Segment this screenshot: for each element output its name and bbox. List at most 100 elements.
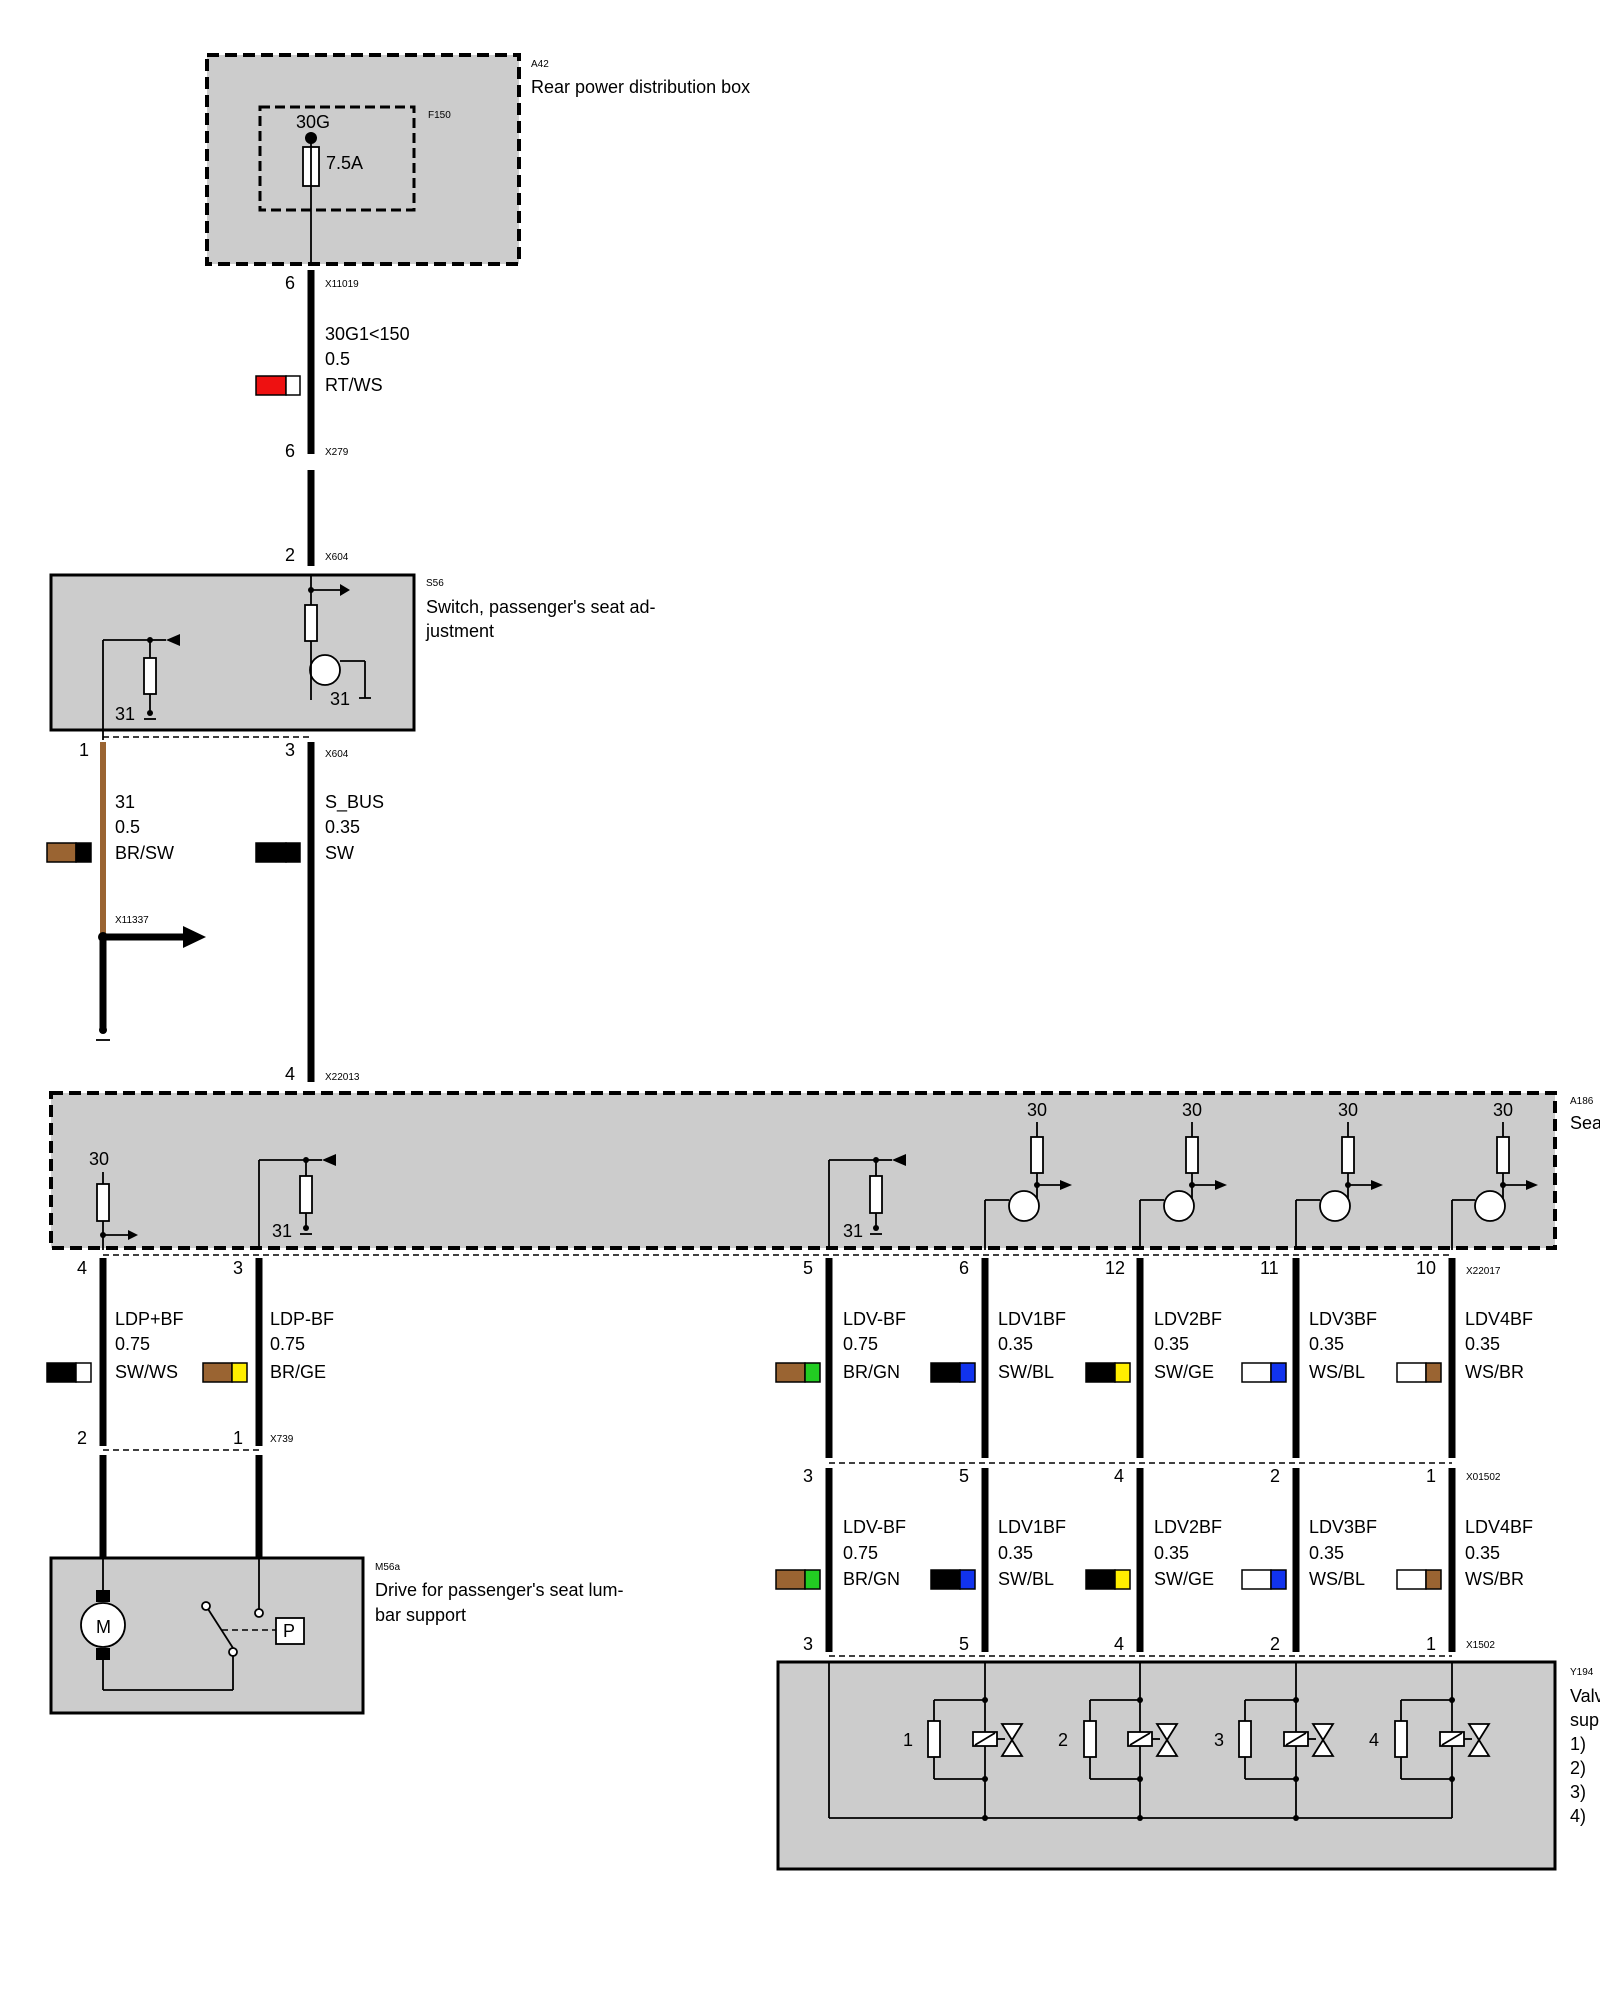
f150-rating: 7.5A [326,153,363,173]
ldv3-size-2: 0.35 [1309,1543,1344,1563]
output-arrow-icon [1215,1180,1227,1190]
ldv4-swatch-3 [1396,1569,1427,1590]
ldp-plus-swatch-1 [46,1362,77,1383]
ldp-plus-swatch-2 [75,1362,92,1383]
ldv4-signal: LDV4BF [1465,1309,1533,1329]
y194-id: Y194 [1570,1667,1594,1678]
connector-x739: X739 [270,1434,294,1445]
a186-supply-label: 30 [1027,1100,1047,1120]
valve-icon [1155,1723,1179,1757]
y194-note-1: 1) [1570,1734,1586,1754]
ldv3-color: WS/BL [1309,1362,1365,1382]
resistor-icon [143,657,157,695]
ldv3-swatch-1 [1241,1362,1272,1383]
a42-box [205,53,521,266]
resistor-icon [1030,1136,1044,1174]
connector-x22013: X22013 [325,1072,360,1083]
ldv-common-size: 0.75 [843,1334,878,1354]
ldv1-swatch-3 [930,1569,961,1590]
a42-name: Rear power distribution box [531,77,750,97]
resistor-icon [1185,1136,1199,1174]
ldv3-swatch-4 [1270,1569,1287,1590]
ldp-plus-color: SW/WS [115,1362,178,1382]
ldv2-swatch-2 [1114,1362,1131,1383]
ldv4-size-2: 0.35 [1465,1543,1500,1563]
transistor-icon [1008,1190,1040,1222]
y194-name-line2: sup [1570,1710,1599,1730]
valve-number-1: 1 [903,1730,913,1750]
resistor-icon [1496,1136,1510,1174]
resistor-icon [869,1175,883,1214]
connector-x1502: X1502 [1466,1640,1495,1651]
ldv-common-color: BR/GN [843,1362,900,1382]
transistor-icon [309,654,341,686]
pin-x22013: 4 [285,1064,295,1084]
output-arrow-icon [1526,1180,1538,1190]
a186-box [49,1091,1557,1250]
ldv1-swatch-4 [959,1569,976,1590]
ldp-plus-signal: LDP+BF [115,1309,184,1329]
valve-number-2: 2 [1058,1730,1068,1750]
pin-a186-5: 5 [803,1258,813,1278]
pin-a186-4: 4 [77,1258,87,1278]
pin-x1502-2: 2 [1270,1634,1280,1654]
pin-x739-1: 1 [233,1428,243,1448]
m56a-name-line2: bar support [375,1605,466,1625]
a186-supply-label: 30 [1493,1100,1513,1120]
ground-size: 0.5 [115,817,140,837]
sbus-color: SW [325,843,354,863]
transistor-icon [1319,1190,1351,1222]
pin-x11019: 6 [285,273,295,293]
a186-supply-label: 30 [1182,1100,1202,1120]
pin-a186-12: 12 [1105,1258,1125,1278]
transistor-icon [1474,1190,1506,1222]
resistor-icon [1341,1136,1355,1174]
sbus-size: 0.35 [325,817,360,837]
a186-supply-label: 30 [1338,1100,1358,1120]
ldv3-size: 0.35 [1309,1334,1344,1354]
a186-supply-label: 30 [89,1149,109,1169]
resistor-icon [1083,1720,1097,1758]
ldp-minus-swatch-2 [231,1362,248,1383]
a42-id: A42 [531,59,549,70]
y194-box [776,1660,1557,1871]
ldv-common-signal: LDV-BF [843,1309,906,1329]
pin-x1502-3: 3 [803,1634,813,1654]
connector-x279: X279 [325,447,349,458]
ldv3-color-2: WS/BL [1309,1569,1365,1589]
ldv-common-color-2: BR/GN [843,1569,900,1589]
valve-icon [1311,1723,1335,1757]
pin-x604-in: 2 [285,545,295,565]
ldv2-swatch-1 [1085,1362,1116,1383]
connector-x01502: X01502 [1466,1472,1501,1483]
y194-note-4: 4) [1570,1806,1586,1826]
pin-x01502-5: 5 [959,1466,969,1486]
ldv2-swatch-4 [1114,1569,1131,1590]
pressure-sensor-icon [275,1617,305,1645]
f150-fuse-holder [258,105,416,212]
pin-a186-6: 6 [959,1258,969,1278]
resistor-icon [96,1183,110,1222]
ldv2-size: 0.35 [1154,1334,1189,1354]
ldv2-color: SW/GE [1154,1362,1214,1382]
continuation-arrow-icon [183,926,206,948]
m56a-id: M56a [375,1562,400,1573]
ldv3-signal-2: LDV3BF [1309,1517,1377,1537]
ldv2-color-2: SW/GE [1154,1569,1214,1589]
ldv3-swatch-3 [1241,1569,1272,1590]
s56-ground-label: 31 [330,689,350,709]
pin-x01502-2: 2 [1270,1466,1280,1486]
f150-terminal: 30G [296,112,330,132]
input-arrow-icon [322,1154,336,1166]
ldv2-signal: LDV2BF [1154,1309,1222,1329]
pin-x01502-1: 1 [1426,1466,1436,1486]
s56-id: S56 [426,578,444,589]
resistor-icon [1394,1720,1408,1758]
ldv1-size: 0.35 [998,1334,1033,1354]
ldv3-swatch-2 [1270,1362,1287,1383]
y194-note-2: 2) [1570,1758,1586,1778]
ldv-common-swatch-4 [804,1569,821,1590]
resistor-icon [304,604,318,642]
ldv1-color-2: SW/BL [998,1569,1054,1589]
